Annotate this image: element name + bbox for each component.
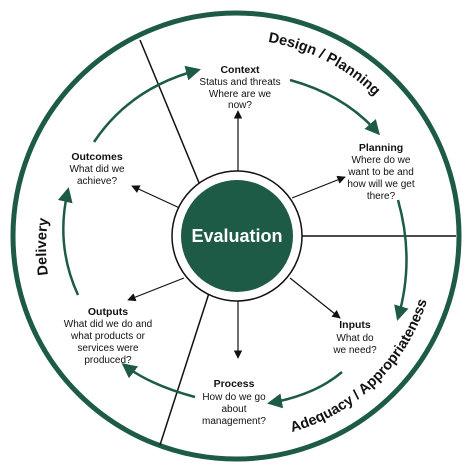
node-line: about (221, 404, 246, 415)
arrow-to-inputs (289, 277, 341, 319)
cycle-arrow-outputs-outcomes (57, 187, 80, 296)
node-planning: Planning Where do we want to be and how … (347, 142, 415, 202)
center-circle (181, 180, 293, 292)
node-line: there? (367, 191, 396, 202)
node-line: What did we (69, 164, 124, 175)
node-line: how will we get (347, 179, 414, 190)
node-title: Outcomes (71, 151, 123, 163)
node-title: Process (214, 378, 255, 390)
node-line: achieve? (77, 176, 117, 187)
cycle-arrow-process-outputs (121, 363, 196, 399)
node-process: Process How do we go about management? (202, 378, 266, 427)
node-inputs: Inputs What do we need? (332, 319, 377, 356)
cycle-arrow-context-planning (289, 78, 380, 136)
node-line: Where do we (352, 155, 411, 166)
divider-line (159, 289, 211, 446)
node-context: Context Status and threats Where are we … (199, 64, 280, 111)
node-line: How do we go (202, 392, 266, 403)
node-line: services were (77, 343, 139, 354)
node-line: now? (228, 100, 252, 111)
node-outputs: Outputs What did we do and what products… (64, 306, 152, 366)
node-title: Outputs (88, 306, 128, 318)
sector-label-delivery: Delivery (34, 217, 52, 276)
center-label: Evaluation (191, 226, 282, 246)
cycle-arrow-outcomes-context (92, 65, 201, 143)
node-line: management? (202, 416, 266, 427)
arrow-to-planning (291, 175, 346, 199)
node-line: Where are we (209, 89, 272, 100)
node-title: Inputs (339, 319, 371, 331)
arrow-to-outputs (127, 277, 185, 302)
node-line: we need? (332, 345, 377, 356)
node-outcomes: Outcomes What did we achieve? (69, 151, 124, 187)
cycle-arrow-inputs-process (267, 371, 343, 409)
node-line: want to be and (347, 167, 414, 178)
arrow-to-outcomes (131, 185, 185, 211)
node-line: what products or (70, 331, 146, 342)
divider-line (139, 39, 203, 191)
node-line: produced? (84, 355, 132, 366)
cycle-arrow-planning-inputs (394, 199, 409, 321)
node-line: What did we do and (64, 319, 152, 330)
node-line: Status and threats (199, 77, 280, 88)
node-line: What do (336, 333, 374, 344)
node-title: Planning (359, 142, 403, 154)
node-title: Context (220, 64, 260, 76)
